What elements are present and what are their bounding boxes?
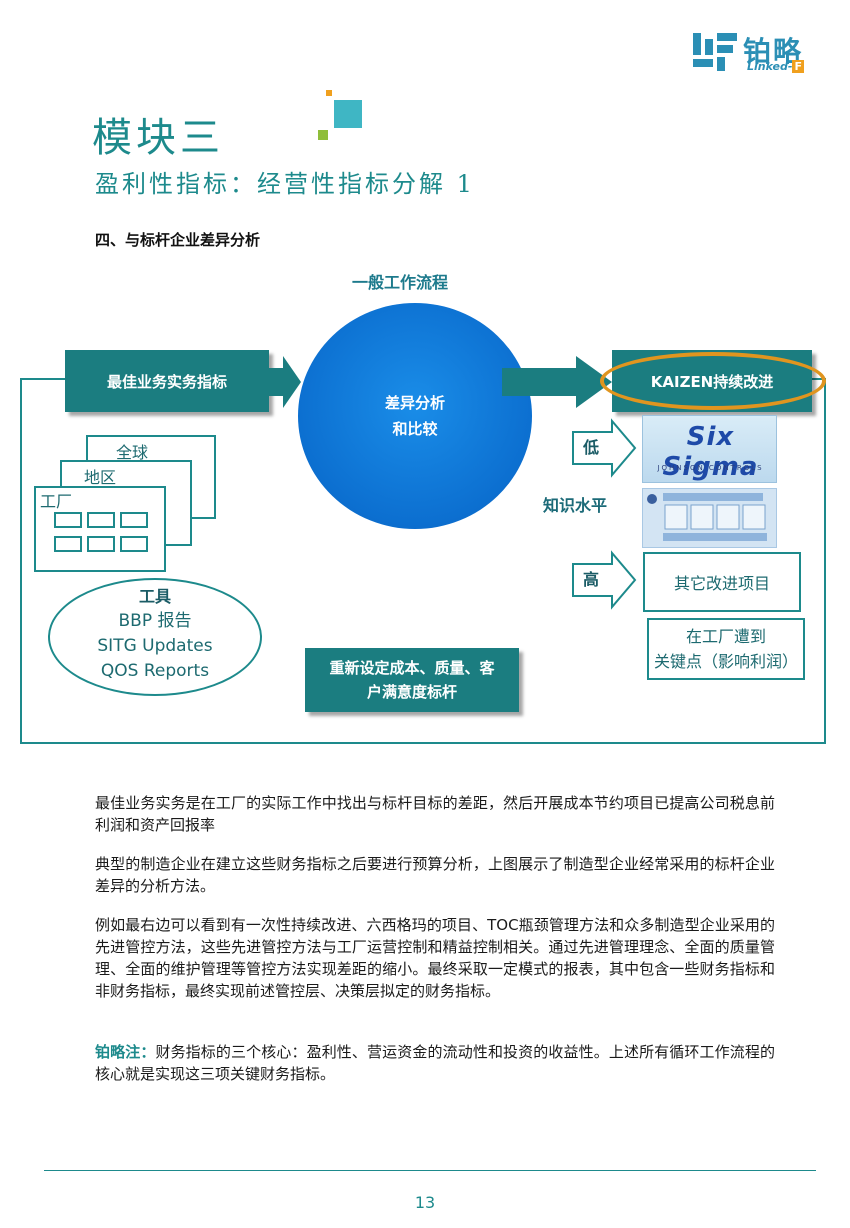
page-number: 13	[414, 1193, 436, 1212]
factory-grid-cell	[120, 536, 148, 552]
tools-heading: 工具	[138, 587, 171, 606]
reset-benchmark-box: 重新设定成本、质量、客户满意度标杆	[305, 648, 519, 712]
section-heading: 四、与标杆企业差异分析	[95, 231, 261, 249]
six-sigma-text: Six Sigma	[662, 422, 759, 482]
linked-f-logo-icon	[693, 33, 737, 71]
process-chart-image	[642, 488, 777, 548]
best-practice-box: 最佳业务实务指标	[65, 350, 269, 412]
process-chart-graphic	[647, 493, 767, 541]
card-factory: 工厂	[34, 486, 166, 572]
factory-grid-cell	[54, 536, 82, 552]
high-arrow-icon	[572, 550, 637, 610]
tools-oval: 工具 BBP 报告 SITG Updates QOS Reports	[48, 578, 262, 696]
low-arrow-icon	[572, 418, 637, 478]
circle-line-2: 和比较	[392, 420, 438, 438]
knowledge-level-label: 知识水平	[543, 496, 608, 515]
module-title: 模块三	[92, 115, 224, 161]
plant-line-2: 关键点（影响利润）	[653, 652, 798, 671]
high-label: 高	[583, 570, 600, 589]
paragraph-2: 典型的制造企业在建立这些财务指标之后要进行预算分析，上图展示了制造型企业经常采用…	[95, 855, 775, 895]
workflow-diagram: 一般工作流程 最佳业务实务指标 差异分析和比较 KAIZEN持续改进 全球 地区…	[20, 260, 832, 750]
tools-item-bbp: BBP 报告	[118, 611, 192, 631]
card-region-label: 地区	[84, 468, 117, 487]
paragraph-1: 最佳业务实务是在工厂的实际工作中找出与标杆目标的差距，然后开展成本节约项目已提高…	[95, 794, 775, 834]
low-label: 低	[583, 438, 600, 457]
reset-line-2: 户满意度标杆	[366, 683, 457, 701]
tools-item-sitg: SITG Updates	[97, 636, 213, 656]
other-projects-box: 其它改进项目	[643, 552, 801, 612]
six-sigma-logo-image: Six Sigma JOHNSON CONTROLS	[642, 415, 777, 483]
decorative-squares-icon	[318, 90, 366, 142]
gap-analysis-circle: 差异分析和比较	[298, 303, 532, 529]
arrow-right-icon	[269, 356, 301, 408]
johnson-controls-text: JOHNSON CONTROLS	[657, 464, 764, 472]
loop-frame	[20, 378, 826, 744]
factory-grid-cell	[54, 512, 82, 528]
tools-item-qos: QOS Reports	[100, 661, 210, 681]
note-text: 财务指标的三个核心：盈利性、营运资金的流动性和投资的收益性。上述所有循环工作流程…	[95, 1043, 775, 1083]
reset-line-1: 重新设定成本、质量、客	[329, 659, 495, 677]
factory-grid-cell	[87, 512, 115, 528]
footer-divider	[44, 1170, 816, 1171]
factory-grid-cell	[87, 536, 115, 552]
circle-line-1: 差异分析	[384, 394, 445, 412]
card-global-label: 全球	[116, 443, 149, 462]
logo-chinese-name: 铂略	[743, 35, 804, 68]
arrow-right-icon	[502, 356, 612, 408]
note-label: 铂略注：	[95, 1043, 156, 1061]
kaizen-highlight-oval	[600, 352, 826, 410]
factory-grid-cell	[120, 512, 148, 528]
logo-english-name: Linked-F	[747, 60, 804, 73]
paragraph-3: 例如最右边可以看到有一次性持续改进、六西格玛的项目、TOC瓶颈管理方法和众多制造…	[95, 916, 775, 1000]
loop-frame-top-left	[20, 378, 70, 380]
plant-key-point-box: 在工厂遭到关键点（影响利润）	[647, 618, 805, 680]
note-paragraph: 铂略注：财务指标的三个核心：盈利性、营运资金的流动性和投资的收益性。上述所有循环…	[95, 1041, 775, 1085]
module-subtitle: 盈利性指标：经营性指标分解 1	[95, 170, 475, 198]
plant-line-1: 在工厂遭到	[685, 627, 766, 646]
card-factory-label: 工厂	[40, 492, 73, 511]
flow-title: 一般工作流程	[352, 273, 449, 292]
